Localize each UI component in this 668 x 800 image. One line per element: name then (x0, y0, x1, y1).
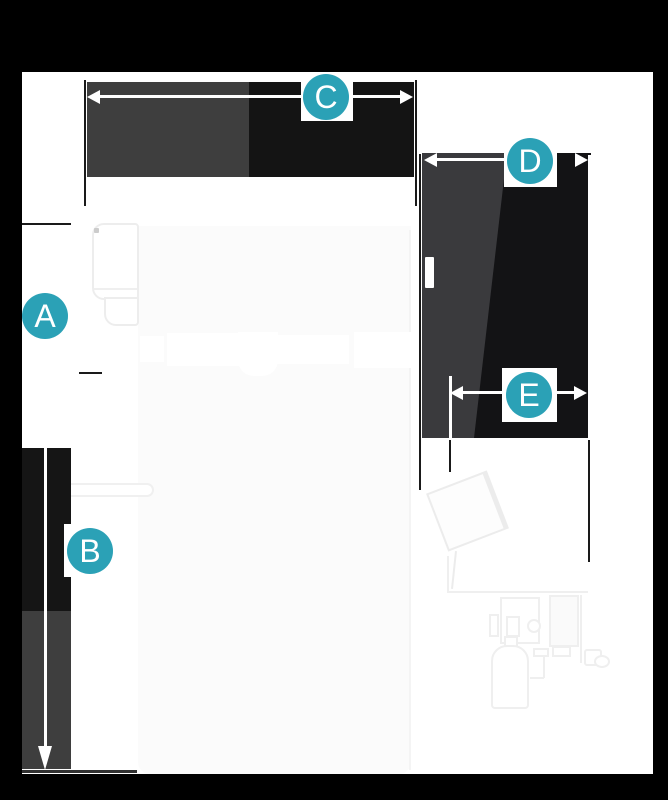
dimension-d-arrowhead-right (575, 153, 588, 167)
floor-line (22, 770, 137, 773)
plumbing-edge-line (580, 595, 582, 663)
milk-container-foot (104, 297, 139, 326)
dimension-c-arrowhead-left (87, 90, 100, 104)
spout-band-segment (277, 335, 349, 364)
plumbing-pipe-line (530, 677, 544, 679)
side-view-handle-detail (425, 257, 434, 288)
dimension-a-extension-top (22, 223, 71, 225)
milk-container-cap-detail (94, 228, 99, 233)
dimension-e-arrowhead-right (574, 386, 587, 400)
dimension-c-arrowhead-right (400, 90, 413, 104)
dimension-e-arrowhead-left (450, 386, 463, 400)
dimension-b-arrow-line (44, 448, 47, 750)
dimension-c-extension-left (84, 80, 86, 206)
plumbing-fitting-drawing (533, 648, 549, 657)
machine-front-right-edge (409, 230, 411, 770)
spout-band-segment (140, 336, 164, 362)
dimension-b-badge: B (67, 528, 113, 574)
dimension-d-extension-left (419, 154, 421, 490)
plumbing-fitting-drawing (552, 646, 571, 657)
dimension-a-extension-bottom (79, 372, 102, 374)
dimension-de-extension-right-black (588, 440, 590, 562)
dimension-e-badge: E (506, 372, 552, 418)
plumbing-box-drawing (549, 595, 579, 647)
dimension-c-arrow-line (97, 95, 403, 98)
milk-container-divider (94, 288, 137, 290)
dimension-b-arrowhead-down (38, 746, 52, 770)
cup-silhouette-drawing (238, 332, 278, 376)
dimension-c-badge: C (303, 74, 349, 120)
plumbing-fitting-drawing (489, 614, 499, 637)
counter-vertical-line (447, 556, 449, 592)
machine-front-view-drawing (138, 226, 411, 774)
milk-container-drawing (92, 223, 139, 300)
spout-band-segment (354, 332, 413, 368)
dimension-d-badge: D (507, 138, 553, 184)
filter-bottle-drawing (491, 645, 529, 709)
dimension-de-extension-right-white (588, 155, 591, 438)
dimension-a-badge: A (22, 293, 68, 339)
counter-horizontal-line (447, 591, 588, 593)
valve-knob-drawing (594, 655, 610, 668)
dimension-c-extension-right (415, 80, 417, 206)
drip-tray-drawing (62, 483, 154, 497)
dimension-e-extension-left-black (449, 440, 451, 472)
dimension-e-extension-left-white (449, 376, 452, 438)
dimension-d-arrow-line (434, 158, 556, 161)
dimension-d-arrowhead-left (424, 153, 437, 167)
plumbing-pipe-line (543, 656, 545, 678)
plumbing-dial-drawing (527, 619, 541, 633)
plumbing-fitting-drawing (506, 616, 520, 637)
spout-band-segment (167, 333, 239, 366)
